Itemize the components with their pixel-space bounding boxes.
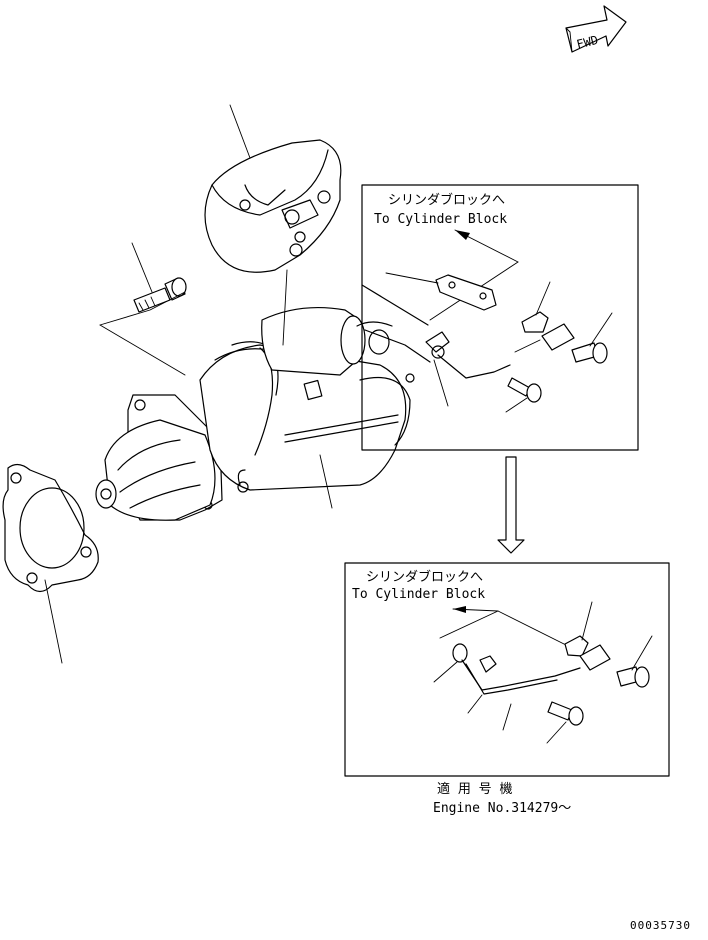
detail-box-2: シリンダブロックへ To Cylinder Block	[344, 562, 670, 777]
starter-motor	[95, 306, 431, 521]
down-arrow-icon	[497, 456, 525, 554]
detail-box-1: シリンダブロックへ To Cylinder Block	[361, 184, 639, 451]
engine-number: Engine No.314279～	[433, 801, 571, 816]
heat-shield	[204, 139, 342, 273]
mounting-bolt	[133, 277, 187, 313]
drawing-number: 00035730	[630, 919, 691, 932]
leader-lines	[44, 104, 333, 664]
detail-2-label-en: To Cylinder Block	[352, 587, 485, 602]
applicability-label-jp: 適 用 号 機	[437, 781, 512, 797]
detail-1-label-jp: シリンダブロックへ	[388, 192, 505, 208]
gasket	[2, 463, 99, 593]
fwd-arrow-icon: FWD	[565, 5, 627, 53]
applicability-note: 適 用 号 機 Engine No.314279～	[433, 781, 571, 816]
fwd-label: FWD	[575, 33, 599, 52]
detail-1-label-en: To Cylinder Block	[374, 212, 507, 227]
detail-2-label-jp: シリンダブロックへ	[366, 569, 483, 585]
